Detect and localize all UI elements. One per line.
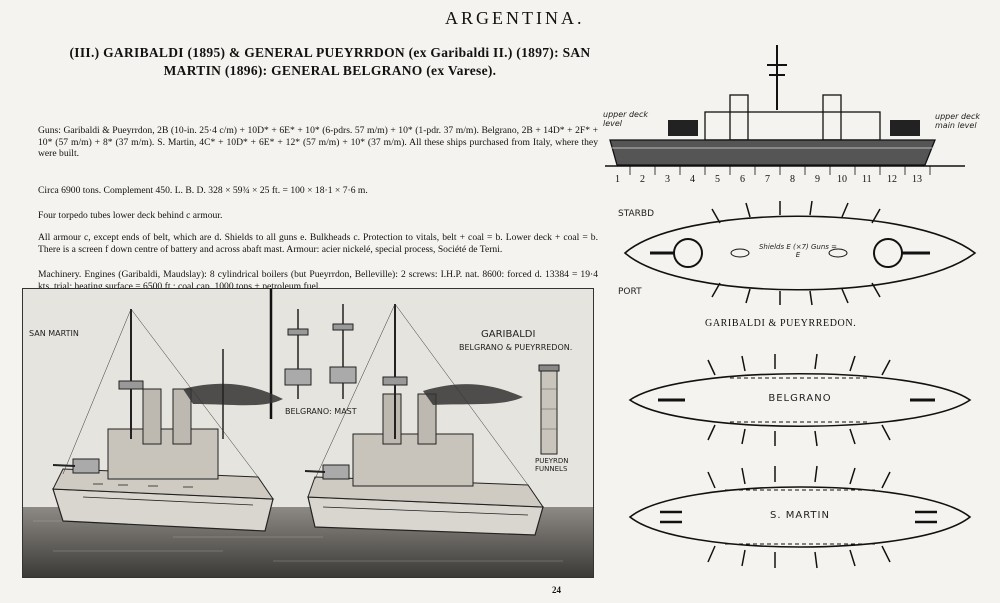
- section-number: 13: [912, 174, 922, 185]
- label-san-martin: SAN MARTIN: [29, 329, 79, 338]
- san-martin-name: S. MARTIN: [770, 510, 830, 521]
- section-number: 11: [862, 174, 872, 185]
- label-port: PORT: [618, 287, 642, 297]
- ship-garibaldi-drawing: [304, 303, 544, 536]
- section-number: 12: [887, 174, 897, 185]
- garibaldi-caption: GARIBALDI & PUEYRREDON.: [705, 318, 857, 329]
- section-number: 8: [790, 174, 795, 185]
- garibaldi-plan-diagram: STARBD PORT Shields E (×7) Guns = E: [610, 195, 995, 310]
- section-number: 5: [715, 174, 720, 185]
- guns-paragraph: Guns: Garibaldi & Pueyrrdon, 2B (10-in. …: [38, 125, 598, 160]
- machinery-paragraph: Machinery. Engines (Garibaldi, Maudslay)…: [38, 269, 598, 292]
- section-number: 3: [665, 174, 670, 185]
- tonnage-paragraph: Circa 6900 tons. Complement 450. L. B. D…: [38, 185, 368, 196]
- belgrano-plan-diagram: BELGRANO: [610, 350, 995, 450]
- annotation-upper-deck-main: upper deck main level: [935, 112, 981, 130]
- section-numbers: 1 2 3 4 5 6 7 8 9 10 11 12 13: [605, 174, 945, 188]
- pueyrredon-funnel-drawing: [538, 364, 560, 455]
- section-number: 1: [615, 174, 620, 185]
- annotation-upper-deck-level: upper deck level: [603, 110, 649, 128]
- ship-san-martin-drawing: [52, 308, 283, 532]
- san-martin-plan-diagram: S. MARTIN: [610, 462, 995, 572]
- ship-illustration: SAN MARTIN GARIBALDI BELGRANO & PUEYRRED…: [22, 288, 594, 578]
- section-number: 6: [740, 174, 745, 185]
- section-number: 7: [765, 174, 770, 185]
- torpedo-paragraph: Four torpedo tubes lower deck behind c a…: [38, 210, 223, 221]
- armour-paragraph: All armour c, except ends of belt, which…: [38, 232, 598, 255]
- profile-diagram: upper deck level upper deck main level 1…: [603, 40, 990, 190]
- section-number: 4: [690, 174, 695, 185]
- page-title: ARGENTINA.: [445, 8, 585, 28]
- section-number: 2: [640, 174, 645, 185]
- page-number: 24: [552, 585, 561, 595]
- ship-class-heading: (III.) GARIBALDI (1895) & GENERAL PUEYRR…: [69, 45, 591, 78]
- label-garibaldi: GARIBALDI: [481, 329, 536, 340]
- label-belgrano-pueyrredon: BELGRANO & PUEYRREDON.: [459, 343, 573, 352]
- label-starboard: STARBD: [618, 209, 655, 219]
- section-ticks: [629, 166, 931, 175]
- section-number: 9: [815, 174, 820, 185]
- section-number: 10: [837, 174, 847, 185]
- deck-note: Shields E (×7) Guns = E: [758, 243, 838, 259]
- belgrano-mast-drawing: [284, 304, 357, 399]
- label-belgrano-mast: BELGRANO: MAST: [285, 407, 357, 416]
- label-pueyrredon-funnels: PUEYRDN FUNNELS: [535, 457, 569, 473]
- belgrano-name: BELGRANO: [768, 393, 832, 404]
